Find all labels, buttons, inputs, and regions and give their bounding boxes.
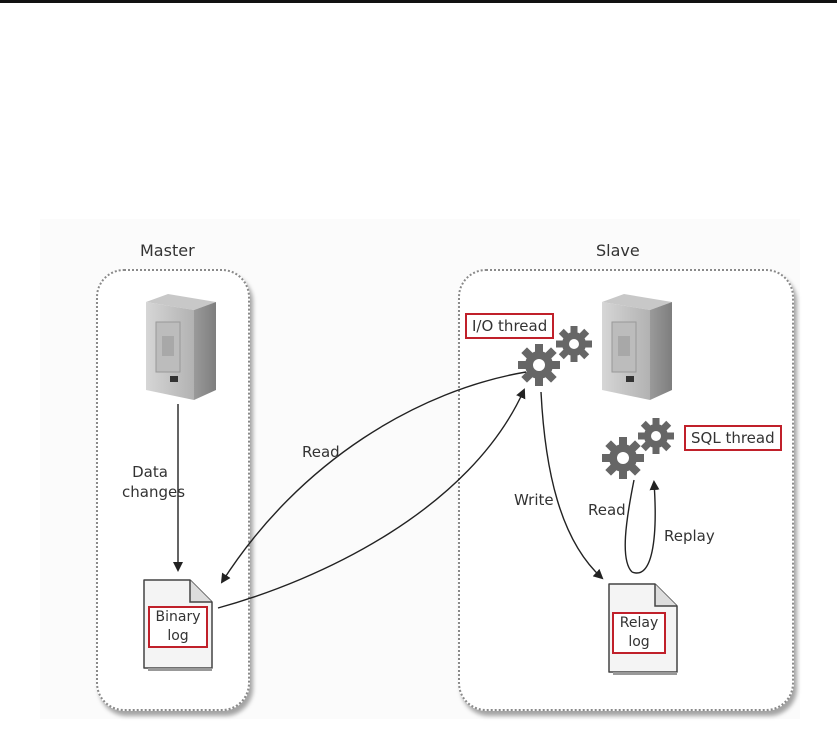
data-changes-label: Data changes <box>122 462 178 502</box>
relay-log-line2: log <box>614 633 664 652</box>
read-label: Read <box>302 442 340 462</box>
write-label: Write <box>514 490 554 510</box>
sql-read-arrow <box>625 480 634 572</box>
binary-log-line2: log <box>150 627 206 646</box>
binlog-to-io-arrow <box>218 390 524 608</box>
relay-log-line1: Relay <box>614 614 664 633</box>
sql-thread-label: SQL thread <box>684 425 782 451</box>
data-changes-line2: changes <box>122 482 178 502</box>
write-relay-arrow <box>541 392 602 578</box>
binary-log-line1: Binary <box>150 608 206 627</box>
io-thread-label: I/O thread <box>465 313 554 339</box>
relay-log-label: Relay log <box>612 612 666 654</box>
replay-arrow <box>632 482 655 573</box>
data-changes-line1: Data <box>122 462 178 482</box>
sql-read-label: Read <box>588 500 626 520</box>
replay-label: Replay <box>664 526 715 546</box>
read-binlog-arrow <box>222 372 526 582</box>
binary-log-label: Binary log <box>148 606 208 648</box>
